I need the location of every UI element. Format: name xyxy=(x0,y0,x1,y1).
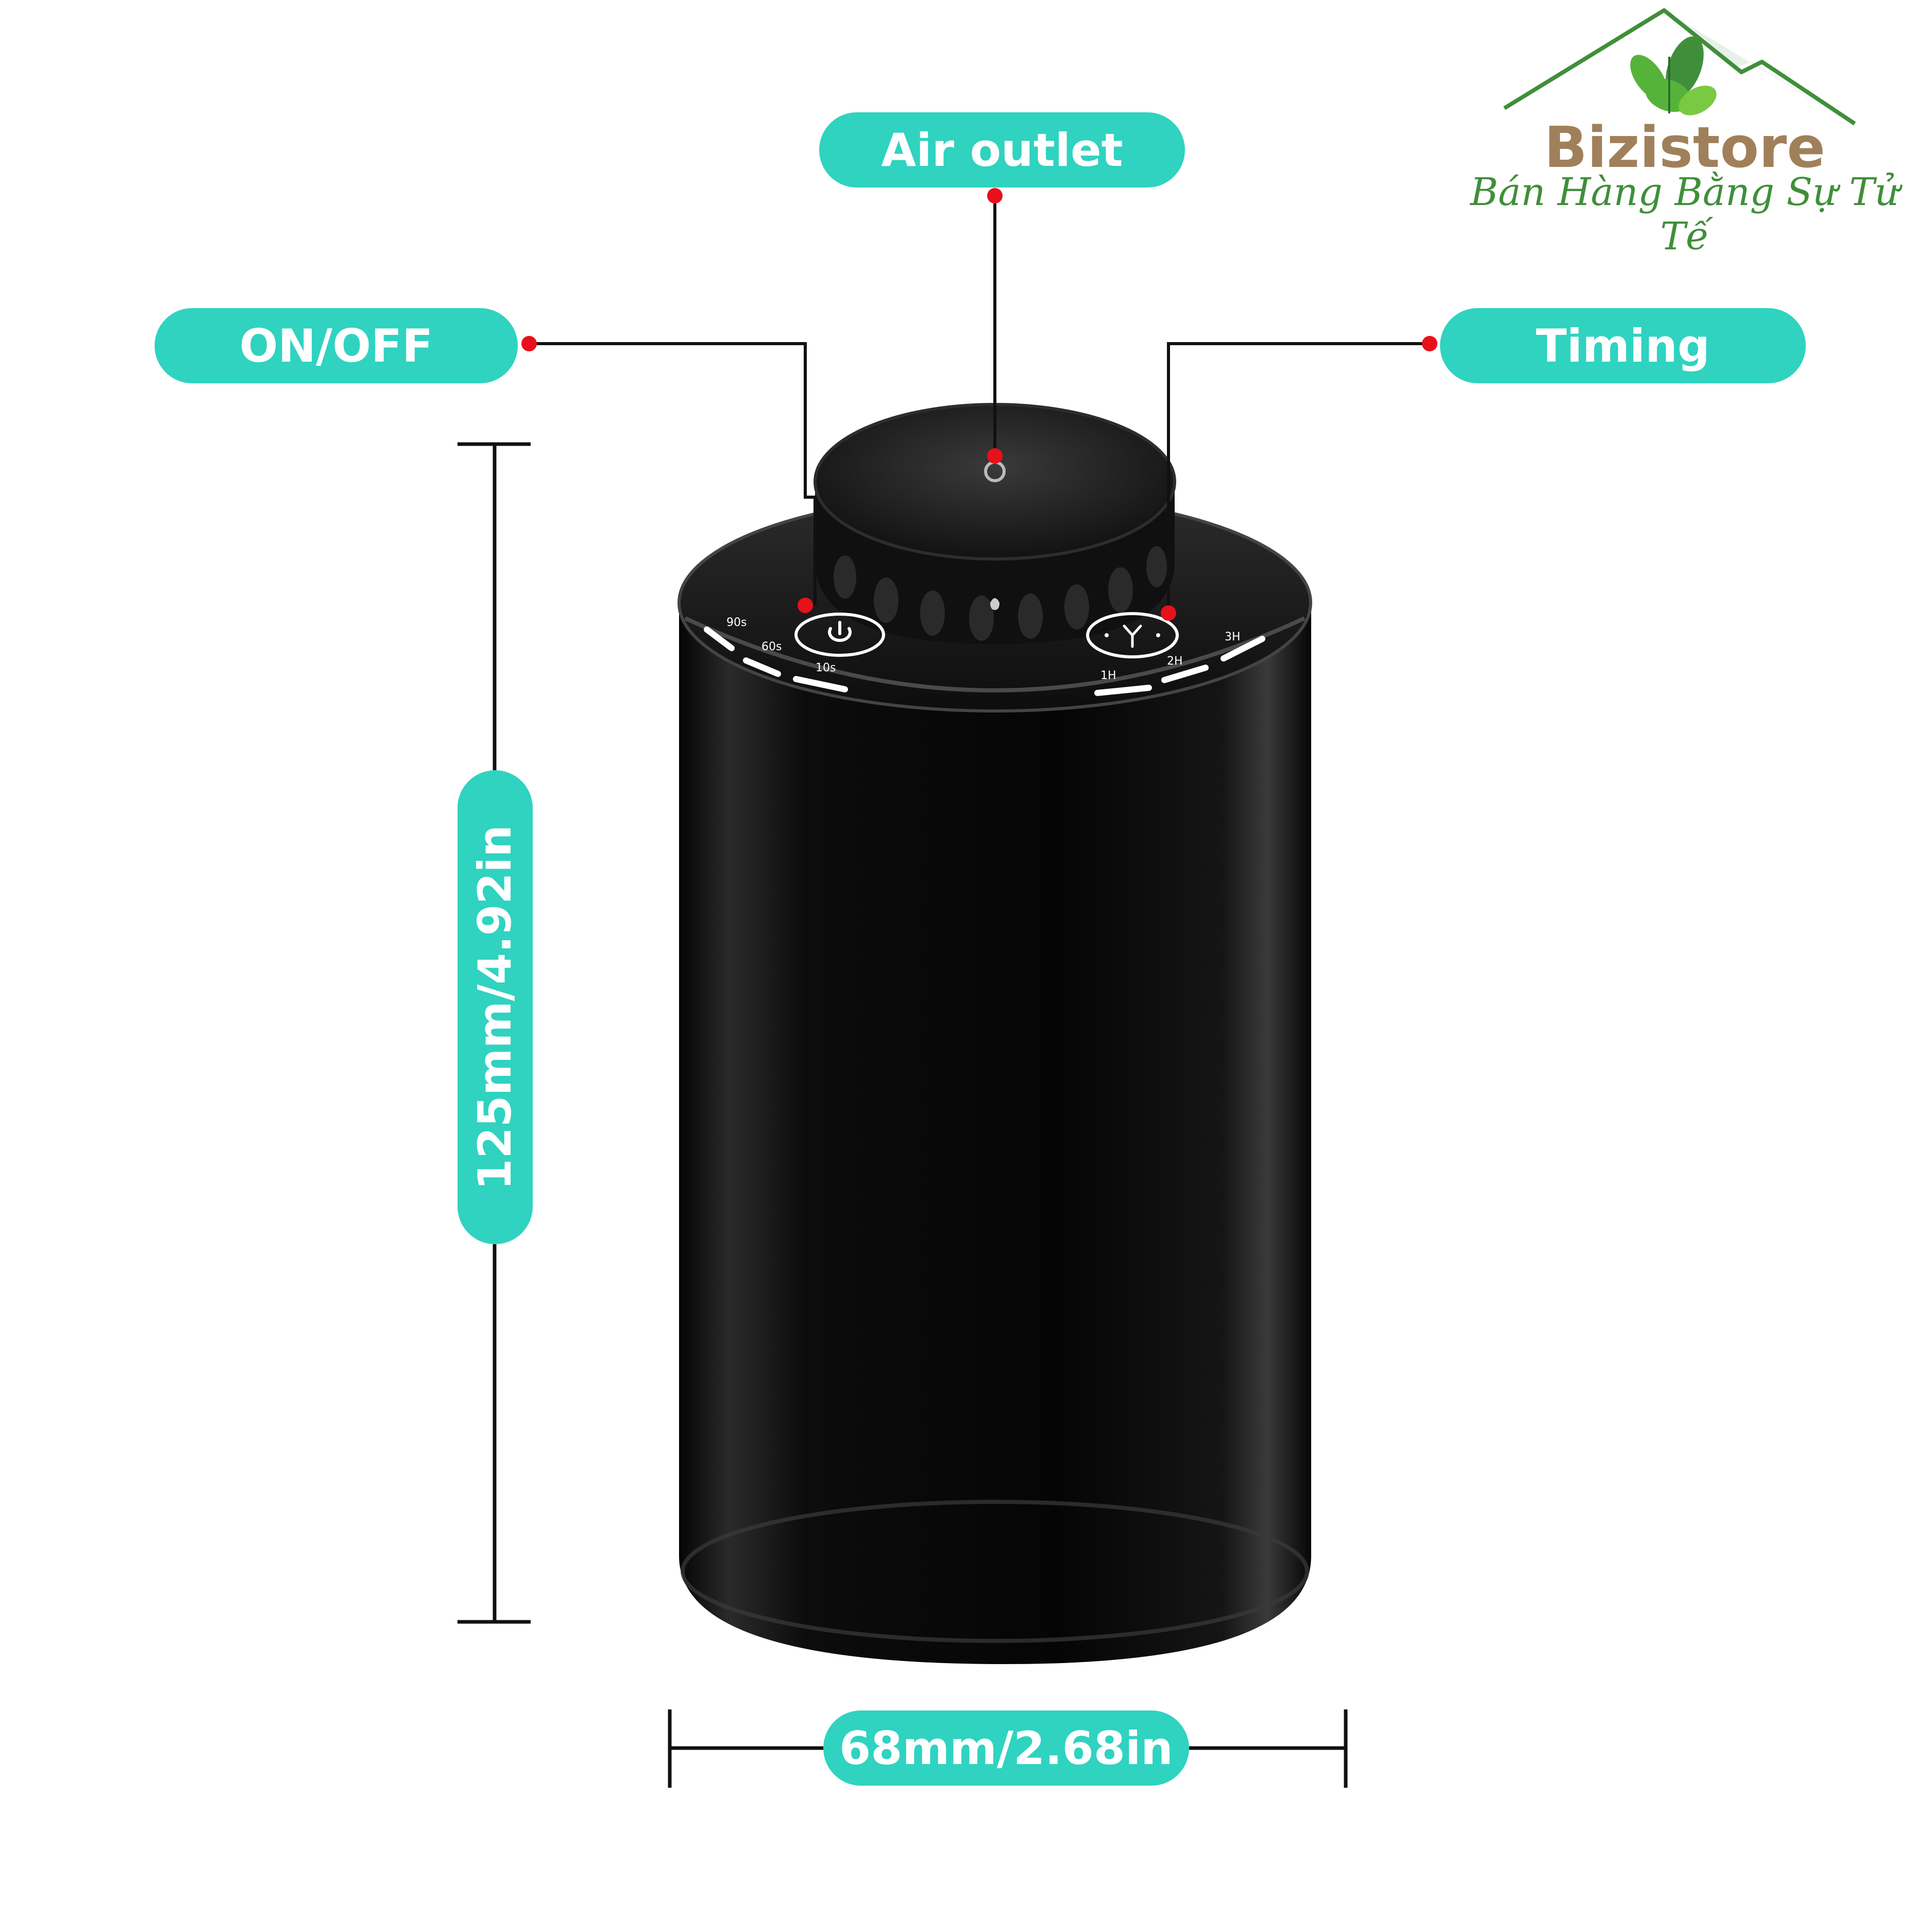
height-dimension-line xyxy=(457,442,531,1624)
brand-logo xyxy=(1494,5,1886,222)
height-dimension-label: 125mm/4.92in xyxy=(457,770,533,1244)
onoff-marker-device xyxy=(798,598,813,613)
drop-icon xyxy=(990,598,999,610)
scale-label-10s: 10s xyxy=(816,662,836,674)
leader-lines xyxy=(529,196,1430,613)
air-outlet-label: Air outlet xyxy=(819,112,1185,188)
scale-label-2h: 2H xyxy=(1167,655,1183,668)
timing-marker-device xyxy=(1161,605,1176,621)
scale-label-1h: 1H xyxy=(1100,669,1116,682)
height-dimension-text: 125mm/4.92in xyxy=(468,824,522,1190)
diffuser-device: 90s 60s 10s 1H 2H 3H xyxy=(677,403,1312,1664)
right-scale-dashes xyxy=(1094,636,1265,696)
brand-name: Bizistore xyxy=(1544,114,1825,180)
brand-slogan: Bán Hàng Bằng Sự Tử Tế xyxy=(1470,170,1900,259)
left-scale-dashes xyxy=(704,626,848,692)
air-outlet-marker-device xyxy=(987,448,1003,464)
air-outlet-marker-top xyxy=(987,188,1003,204)
width-dimension-line xyxy=(668,1709,1348,1788)
power-button[interactable] xyxy=(794,613,885,657)
house-leaf-icon xyxy=(1503,8,1856,126)
marker-dots xyxy=(521,188,1437,621)
clock-icon xyxy=(1105,624,1160,648)
onoff-marker xyxy=(521,336,537,351)
on-off-label: ON/OFF xyxy=(155,308,518,383)
scale-label-90s: 90s xyxy=(726,616,747,629)
scale-label-3h: 3H xyxy=(1225,631,1241,643)
timing-marker xyxy=(1422,336,1437,351)
power-icon xyxy=(828,621,852,642)
timer-button[interactable] xyxy=(1086,612,1179,658)
aroma-knob[interactable] xyxy=(814,403,1176,644)
timing-label: Timing xyxy=(1440,308,1806,383)
width-dimension-label: 68mm/2.68in xyxy=(823,1710,1189,1786)
scale-label-60s: 60s xyxy=(761,640,782,653)
